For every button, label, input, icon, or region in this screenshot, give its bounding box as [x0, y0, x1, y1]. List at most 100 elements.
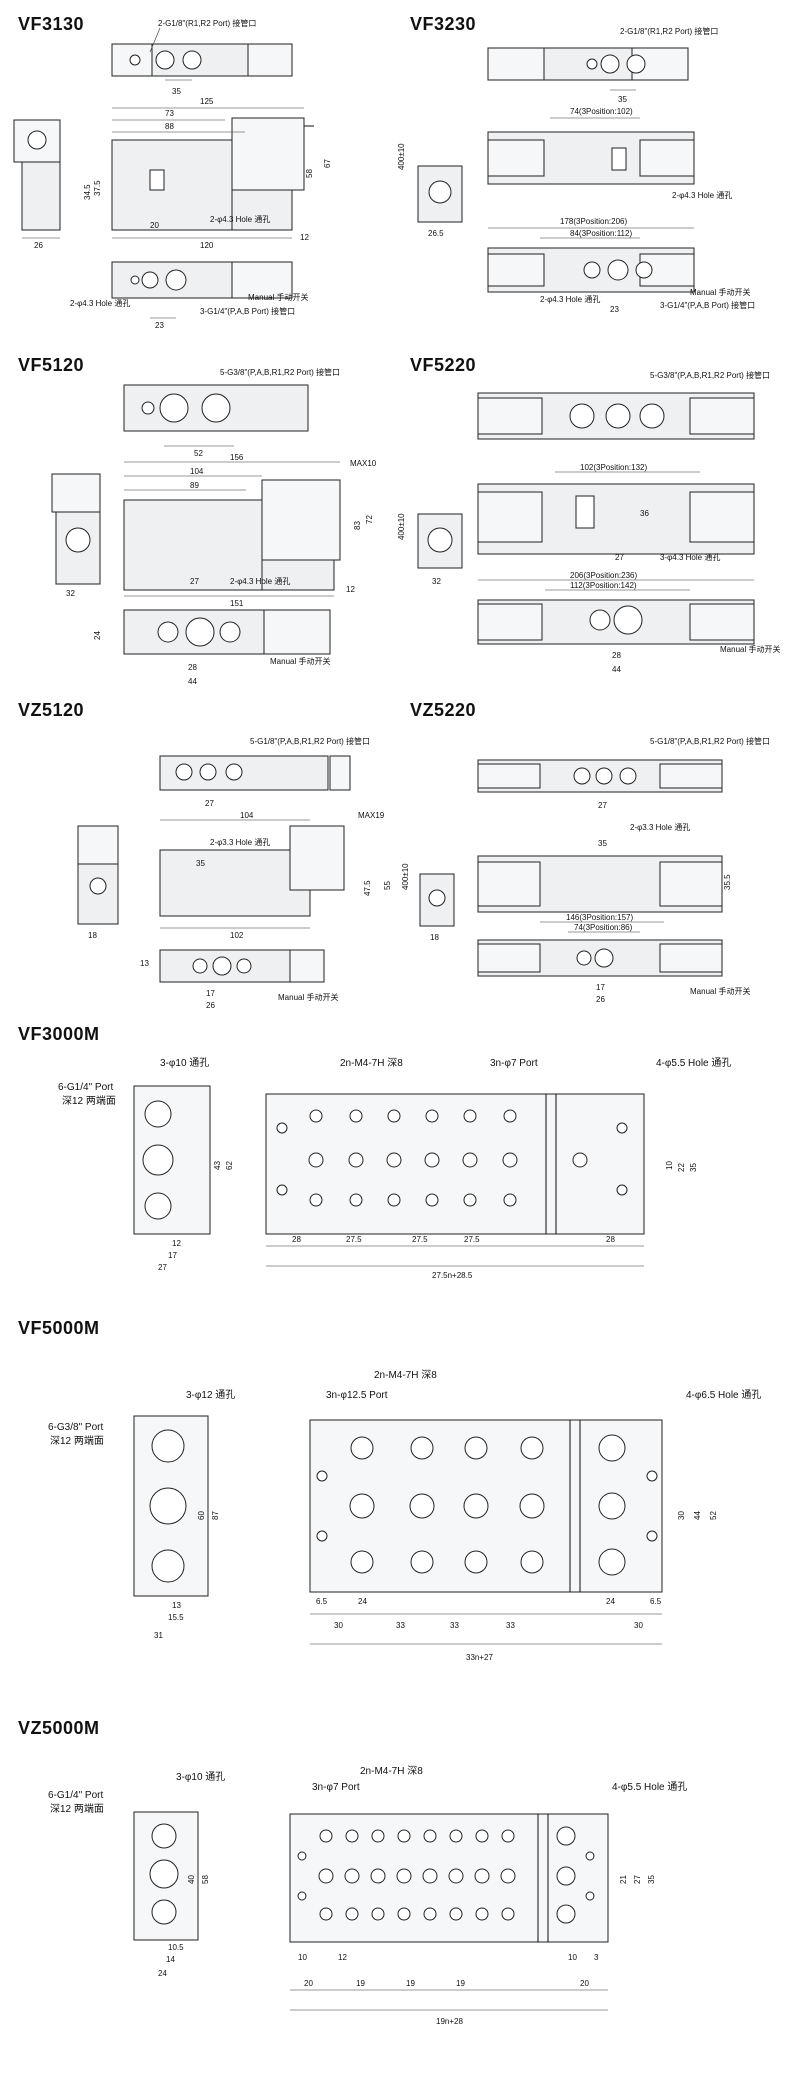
svg-text:13: 13: [172, 1601, 181, 1610]
svg-text:89: 89: [190, 481, 199, 490]
title-vf5000m: VF5000M: [18, 1318, 100, 1338]
svg-text:30: 30: [634, 1621, 643, 1630]
svg-text:35: 35: [196, 859, 205, 868]
svg-text:27: 27: [158, 1263, 167, 1272]
vf5220-drawing: 5-G3/8"(P,A,B,R1,R2 Port) 接管口 102(3Posit…: [397, 370, 780, 674]
title-vf3230: VF3230: [410, 14, 477, 34]
svg-text:35: 35: [172, 87, 181, 96]
svg-text:24: 24: [606, 1597, 615, 1606]
svg-text:74(3Position:86): 74(3Position:86): [574, 923, 633, 932]
svg-text:2-φ4.3 Hole 通孔: 2-φ4.3 Hole 通孔: [672, 190, 732, 200]
svg-text:14: 14: [166, 1955, 175, 1964]
svg-text:23: 23: [155, 321, 164, 330]
title-vz5120: VZ5120: [18, 700, 85, 720]
svg-text:400±10: 400±10: [401, 863, 410, 890]
vf5000m-port3: 3n-φ12.5 Port: [326, 1390, 388, 1401]
svg-text:36: 36: [640, 509, 649, 518]
vf5000m-m4: 2n-M4-7H 深8: [374, 1369, 437, 1381]
svg-text:MAX10: MAX10: [350, 459, 377, 468]
vf5120-manual: Manual 手动开关: [270, 656, 330, 666]
title-vz5220: VZ5220: [410, 700, 477, 720]
svg-text:102(3Position:132): 102(3Position:132): [580, 463, 647, 472]
svg-text:112(3Position:142): 112(3Position:142): [570, 581, 637, 590]
svg-text:72: 72: [365, 515, 374, 524]
svg-text:2-φ4.3 Hole 通孔: 2-φ4.3 Hole 通孔: [70, 298, 130, 308]
vf3130-port-top: 2-G1/8"(R1,R2 Port) 接管口: [158, 18, 256, 28]
svg-text:35.5: 35.5: [723, 874, 732, 890]
svg-text:深12 两端面: 深12 两端面: [62, 1094, 116, 1107]
svg-text:19: 19: [356, 1979, 365, 1988]
svg-text:20: 20: [150, 221, 159, 230]
title-vf5220: VF5220: [410, 355, 477, 375]
svg-text:74(3Position:102): 74(3Position:102): [570, 107, 633, 116]
svg-text:10.5: 10.5: [168, 1943, 184, 1952]
svg-text:83: 83: [353, 521, 362, 530]
svg-text:19: 19: [456, 1979, 465, 1988]
svg-text:88: 88: [165, 122, 174, 131]
vf3230-manual: Manual 手动开关: [690, 287, 750, 297]
svg-text:17: 17: [168, 1251, 177, 1260]
vz5000m-total: 19n+28: [436, 2017, 463, 2026]
svg-text:58: 58: [201, 1875, 210, 1884]
svg-text:12: 12: [338, 1953, 347, 1962]
vz5220-port-top: 5-G1/8"(P,A,B,R1,R2 Port) 接管口: [650, 736, 770, 746]
vz5220-manual: Manual 手动开关: [690, 986, 750, 996]
svg-text:37.5: 37.5: [93, 180, 102, 196]
svg-text:26.5: 26.5: [428, 229, 444, 238]
svg-text:18: 18: [88, 931, 97, 940]
vz5120-port-top: 5-G1/8"(P,A,B,R1,R2 Port) 接管口: [250, 736, 370, 746]
svg-text:146(3Position:157): 146(3Position:157): [566, 913, 633, 922]
svg-text:104: 104: [240, 811, 254, 820]
svg-text:43: 43: [213, 1161, 222, 1170]
svg-text:33: 33: [396, 1621, 405, 1630]
svg-text:87: 87: [211, 1511, 220, 1520]
svg-text:35: 35: [689, 1163, 698, 1172]
svg-text:13: 13: [140, 959, 149, 968]
svg-text:28: 28: [612, 651, 621, 660]
vf5220-port-top: 5-G3/8"(P,A,B,R1,R2 Port) 接管口: [650, 370, 770, 380]
vf3130-port-bottom: 3-G1/4"(P,A,B Port) 接管口: [200, 306, 295, 316]
svg-text:35: 35: [618, 95, 627, 104]
svg-text:15.5: 15.5: [168, 1613, 184, 1622]
svg-text:6-G1/4" Port: 6-G1/4" Port: [58, 1082, 113, 1093]
svg-text:24: 24: [93, 631, 102, 640]
title-vf3000m: VF3000M: [18, 1024, 100, 1044]
vf5120-port-top: 5-G3/8"(P,A,B,R1,R2 Port) 接管口: [220, 367, 340, 377]
svg-text:22: 22: [677, 1163, 686, 1172]
vf3230-port-top: 2-G1/8"(R1,R2 Port) 接管口: [620, 26, 718, 36]
svg-text:40: 40: [187, 1875, 196, 1884]
svg-text:10: 10: [568, 1953, 577, 1962]
vz5000m-hole: 4-φ5.5 Hole 通孔: [612, 1781, 687, 1793]
vz5120-manual: Manual 手动开关: [278, 992, 338, 1002]
vf5000m-hole: 4-φ6.5 Hole 通孔: [686, 1389, 761, 1401]
svg-text:19: 19: [406, 1979, 415, 1988]
svg-text:55: 55: [383, 881, 392, 890]
vf3000m-port3: 3n-φ7 Port: [490, 1058, 538, 1069]
vz5000m-port3: 3n-φ7 Port: [312, 1782, 360, 1793]
vf3130-drawing: 35 2-G1/8"(R1,R2 Port) 接管口 125 73 88 120…: [13, 18, 332, 330]
vf5120-hole: 2-φ4.3 Hole 通孔: [230, 576, 290, 586]
vz5220-hole: 2-φ3.3 Hole 通孔: [630, 822, 690, 832]
svg-text:151: 151: [230, 599, 244, 608]
vf5000m-drawing: 3-φ12 通孔 6-G3/8" Port 深12 两端面 60 87 13 1…: [48, 1369, 761, 1662]
svg-text:27.5: 27.5: [464, 1235, 480, 1244]
vz5120-hole: 2-φ3.3 Hole 通孔: [210, 837, 270, 847]
svg-text:67: 67: [323, 159, 332, 168]
vf5220-hole: 3-φ4.3 Hole 通孔: [660, 552, 720, 562]
svg-text:52: 52: [194, 449, 203, 458]
vf3000m-drawing: 3-φ10 通孔 6-G1/4" Port 深12 两端面 43 62 12 1…: [58, 1057, 731, 1280]
svg-text:32: 32: [66, 589, 75, 598]
svg-text:10: 10: [665, 1161, 674, 1170]
svg-text:125: 125: [200, 97, 214, 106]
svg-text:20: 20: [580, 1979, 589, 1988]
vf5120-drawing: 5-G3/8"(P,A,B,R1,R2 Port) 接管口 52 156 104…: [51, 367, 377, 686]
svg-text:18: 18: [430, 933, 439, 942]
svg-text:104: 104: [190, 467, 204, 476]
svg-text:27: 27: [615, 553, 624, 562]
svg-text:21: 21: [619, 1875, 628, 1884]
svg-text:47.5: 47.5: [363, 880, 372, 896]
title-vf3130: VF3130: [18, 14, 85, 34]
svg-text:52: 52: [709, 1511, 718, 1520]
